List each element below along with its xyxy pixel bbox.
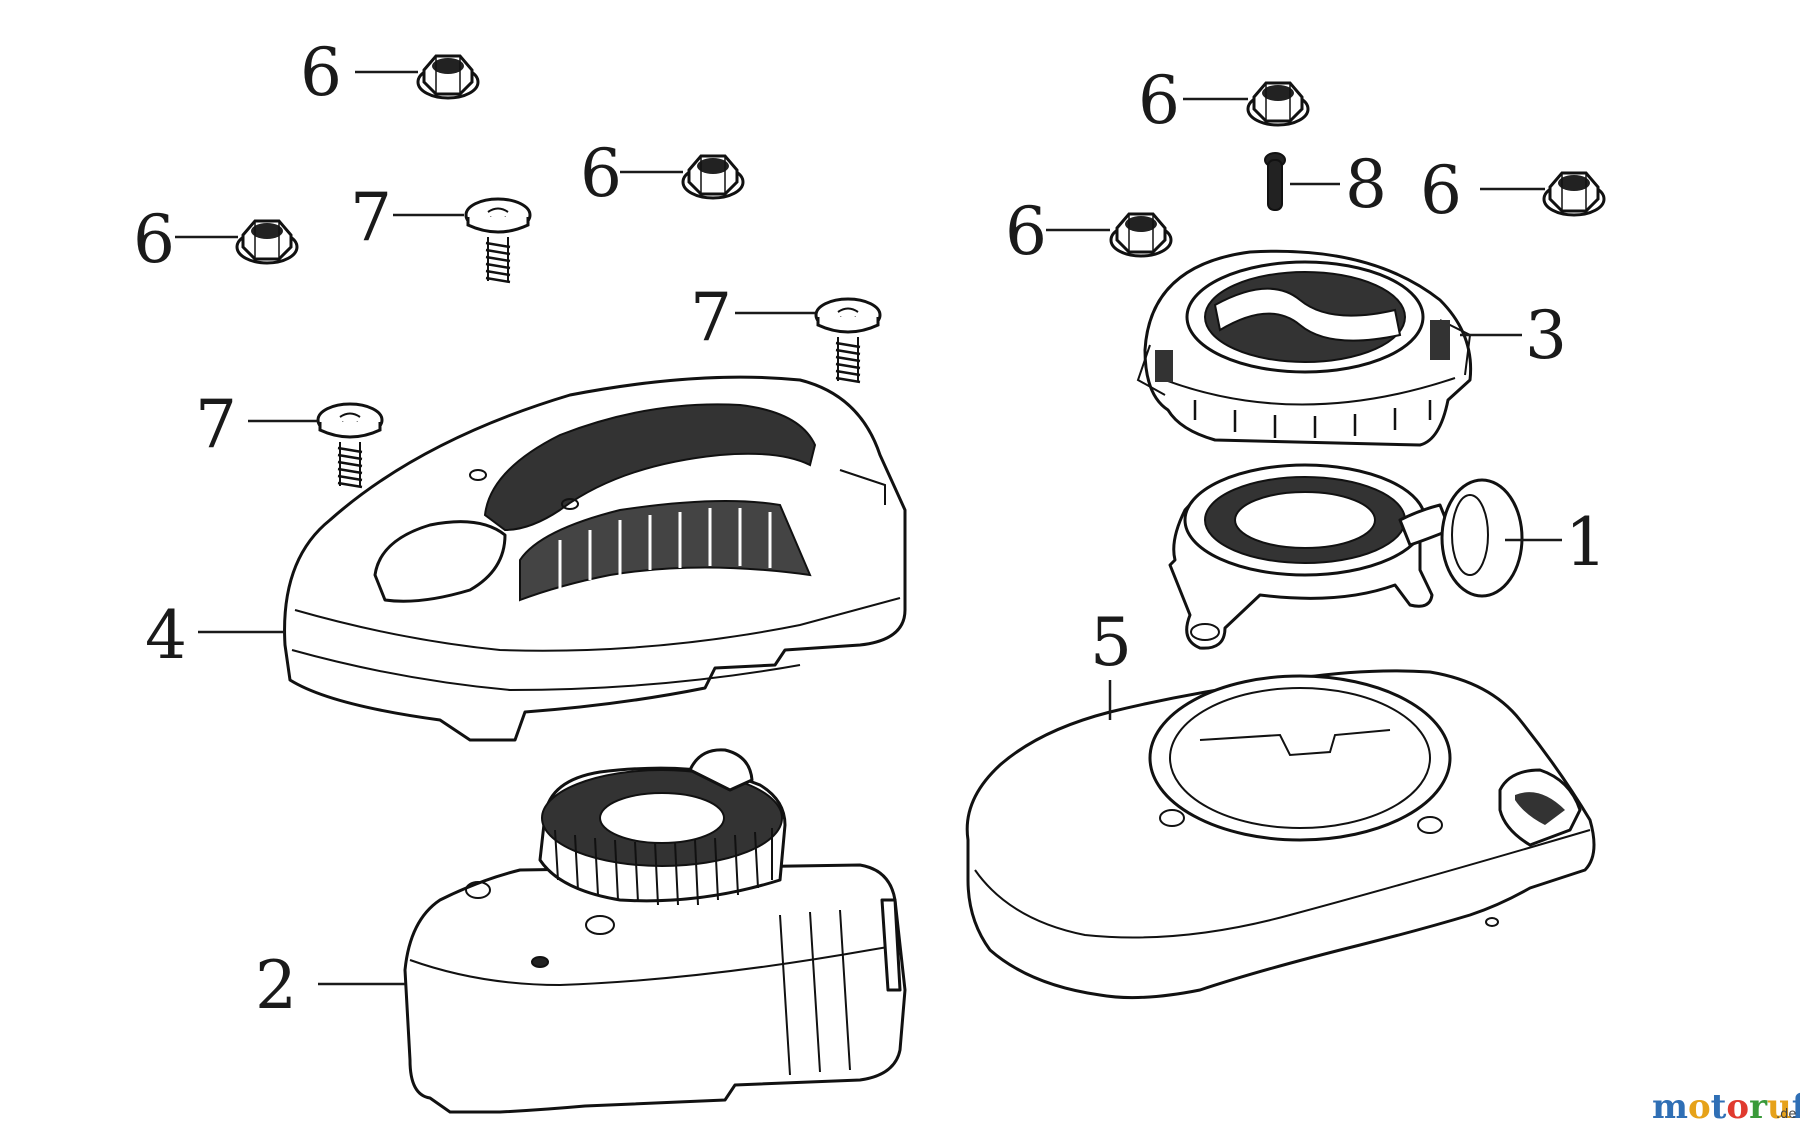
screw-7b [814, 297, 882, 384]
logo-letter: o [1688, 1087, 1711, 1127]
callout-1: 1 [1565, 504, 1607, 581]
screw-7c [316, 402, 384, 489]
callout-3: 3 [1525, 297, 1567, 374]
logo-letter: o [1726, 1087, 1749, 1127]
callout-6: 6 [1420, 152, 1462, 229]
callout-6: 6 [300, 34, 342, 111]
callout-7: 7 [350, 179, 392, 256]
nut-6c [235, 219, 299, 265]
callout-6: 6 [1138, 62, 1180, 139]
nut-6e [1109, 212, 1173, 258]
nut-6f [1542, 171, 1606, 217]
starter-cover-part-3 [1136, 249, 1473, 447]
nut-6a [416, 54, 480, 100]
callout-6: 6 [1005, 193, 1047, 270]
logo-letter: f [1792, 1087, 1800, 1127]
callout-5: 5 [1090, 604, 1132, 681]
callout-7: 7 [195, 386, 237, 463]
svg-text:motoruf: motoruf [1652, 1087, 1800, 1127]
screw-7a [464, 197, 532, 284]
motoruf-watermark-logo: motoruf .de [1652, 1087, 1800, 1127]
recoil-starter-part-1 [1168, 463, 1524, 650]
pin-8 [1264, 152, 1286, 211]
logo-letter: u [1767, 1087, 1792, 1127]
blower-housing-part-2 [403, 748, 907, 1114]
callout-6: 6 [133, 201, 175, 278]
nut-6b [681, 154, 745, 200]
callout-8: 8 [1345, 146, 1387, 223]
callout-7: 7 [690, 279, 732, 356]
logo-letter: t [1711, 1087, 1727, 1127]
leader-lines [175, 70, 1562, 986]
callout-4: 4 [145, 597, 187, 674]
callout-2: 2 [255, 947, 297, 1024]
logo-suffix: .de [1776, 1107, 1796, 1122]
shroud-cover-part-4 [283, 375, 907, 742]
logo-letter: r [1749, 1087, 1768, 1127]
fan-housing-part-5 [965, 669, 1596, 1000]
callout-6: 6 [580, 135, 622, 212]
nut-6d [1246, 81, 1310, 127]
logo-letter: m [1652, 1087, 1688, 1127]
